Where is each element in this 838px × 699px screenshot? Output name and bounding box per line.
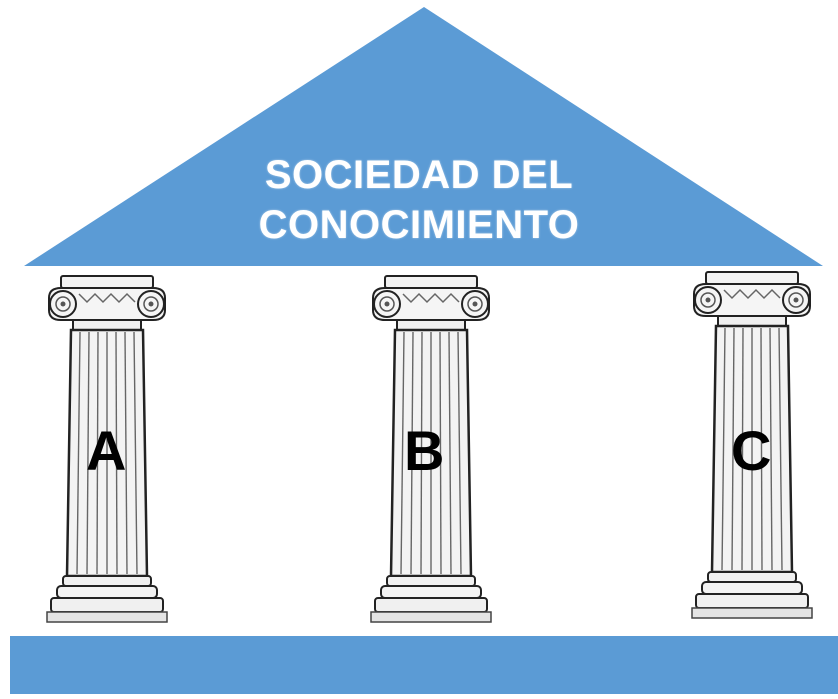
roof-title-line2: CONOCIMIENTO [258,203,580,247]
roof-title-line1: SOCIEDAD DEL [264,153,574,197]
pillar-a-label: A [86,419,127,482]
roof-title: SOCIEDAD DEL CONOCIMIENTO [219,150,619,250]
pillar-b-label: B [404,419,445,482]
temple-base [10,636,838,694]
pillar-c-label: C [731,419,772,482]
roof-pediment [24,7,823,266]
